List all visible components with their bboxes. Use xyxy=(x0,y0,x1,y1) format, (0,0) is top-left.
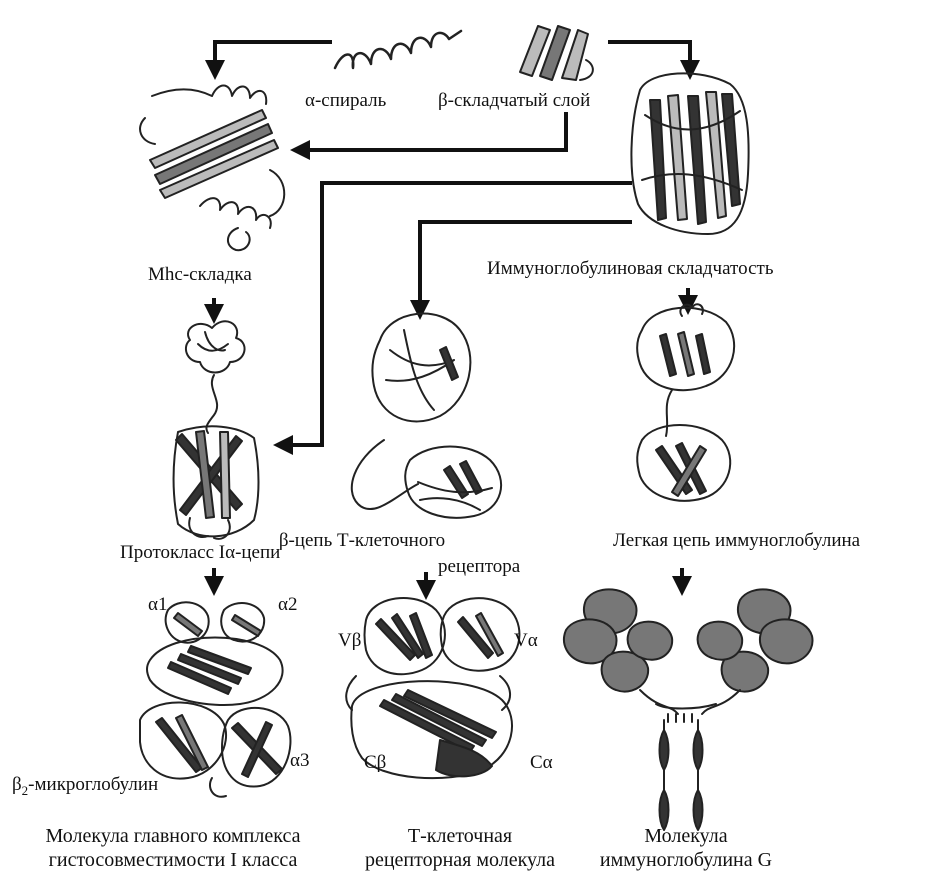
beta2-microglobulin-label: β2-микроглобулин xyxy=(12,774,158,802)
arrow-sheet-to-mhc xyxy=(300,112,566,150)
arrow-sheet-to-ig xyxy=(608,42,690,70)
tcr-beta-chain-structure xyxy=(352,314,501,518)
ig-light-chain-structure xyxy=(637,304,734,501)
protoclass-structure xyxy=(174,321,259,539)
mhc-molecule-caption: Молекула главного комплекса гистосовмест… xyxy=(8,824,338,872)
tcr-molecule-caption: Т-клеточная рецепторная молекула xyxy=(340,824,580,872)
alpha-helix-label: α-спираль xyxy=(305,90,386,112)
mhc-fold-structure xyxy=(140,86,284,251)
alpha1-label: α1 xyxy=(148,594,167,616)
tcr-beta-chain-label-line1: β-цепь Т-клеточного xyxy=(237,530,487,552)
mhc-fold-label: Mhc-складка xyxy=(148,264,252,286)
igg-molecule-caption-line1: Молекула xyxy=(586,824,786,848)
ig-fold-structure xyxy=(631,73,748,234)
igg-molecule-caption-line2: иммуноглобулина G xyxy=(586,848,786,872)
tcr-beta-chain-label: β-цепь Т-клеточного xyxy=(237,530,487,552)
ig-fold-label: Иммуноглобулиновая складчатость xyxy=(487,258,773,280)
mhc-class-i-molecule-structure xyxy=(140,602,290,797)
beta2-main: β xyxy=(12,774,22,795)
tcr-beta-chain-label-line2: рецептора xyxy=(438,556,520,578)
beta2-rest: -микроглобулин xyxy=(28,774,158,795)
v-alpha-label: Vα xyxy=(514,630,538,652)
c-beta-label: Cβ xyxy=(364,752,386,774)
alpha3-label: α3 xyxy=(290,750,309,772)
arrow-helix-to-mhc xyxy=(215,42,332,70)
tcr-molecule-caption-line2: рецепторная молекула xyxy=(340,848,580,872)
beta-sheet-structure xyxy=(520,26,593,80)
mhc-molecule-caption-line2: гистосовместимости I класса xyxy=(8,848,338,872)
v-beta-label: Vβ xyxy=(338,630,361,652)
c-alpha-label: Cα xyxy=(530,752,553,774)
igg-molecule-caption: Молекула иммуноглобулина G xyxy=(586,824,786,872)
alpha-helix-structure xyxy=(335,31,461,68)
mhc-molecule-caption-line1: Молекула главного комплекса xyxy=(8,824,338,848)
alpha2-label: α2 xyxy=(278,594,297,616)
ig-light-chain-label: Легкая цепь иммуноглобулина xyxy=(613,530,860,552)
connector-arrows xyxy=(214,42,690,590)
tcr-molecule-caption-line1: Т-клеточная xyxy=(340,824,580,848)
beta-sheet-label: β-складчатый слой xyxy=(438,90,590,112)
igg-molecule-structure xyxy=(564,589,813,830)
